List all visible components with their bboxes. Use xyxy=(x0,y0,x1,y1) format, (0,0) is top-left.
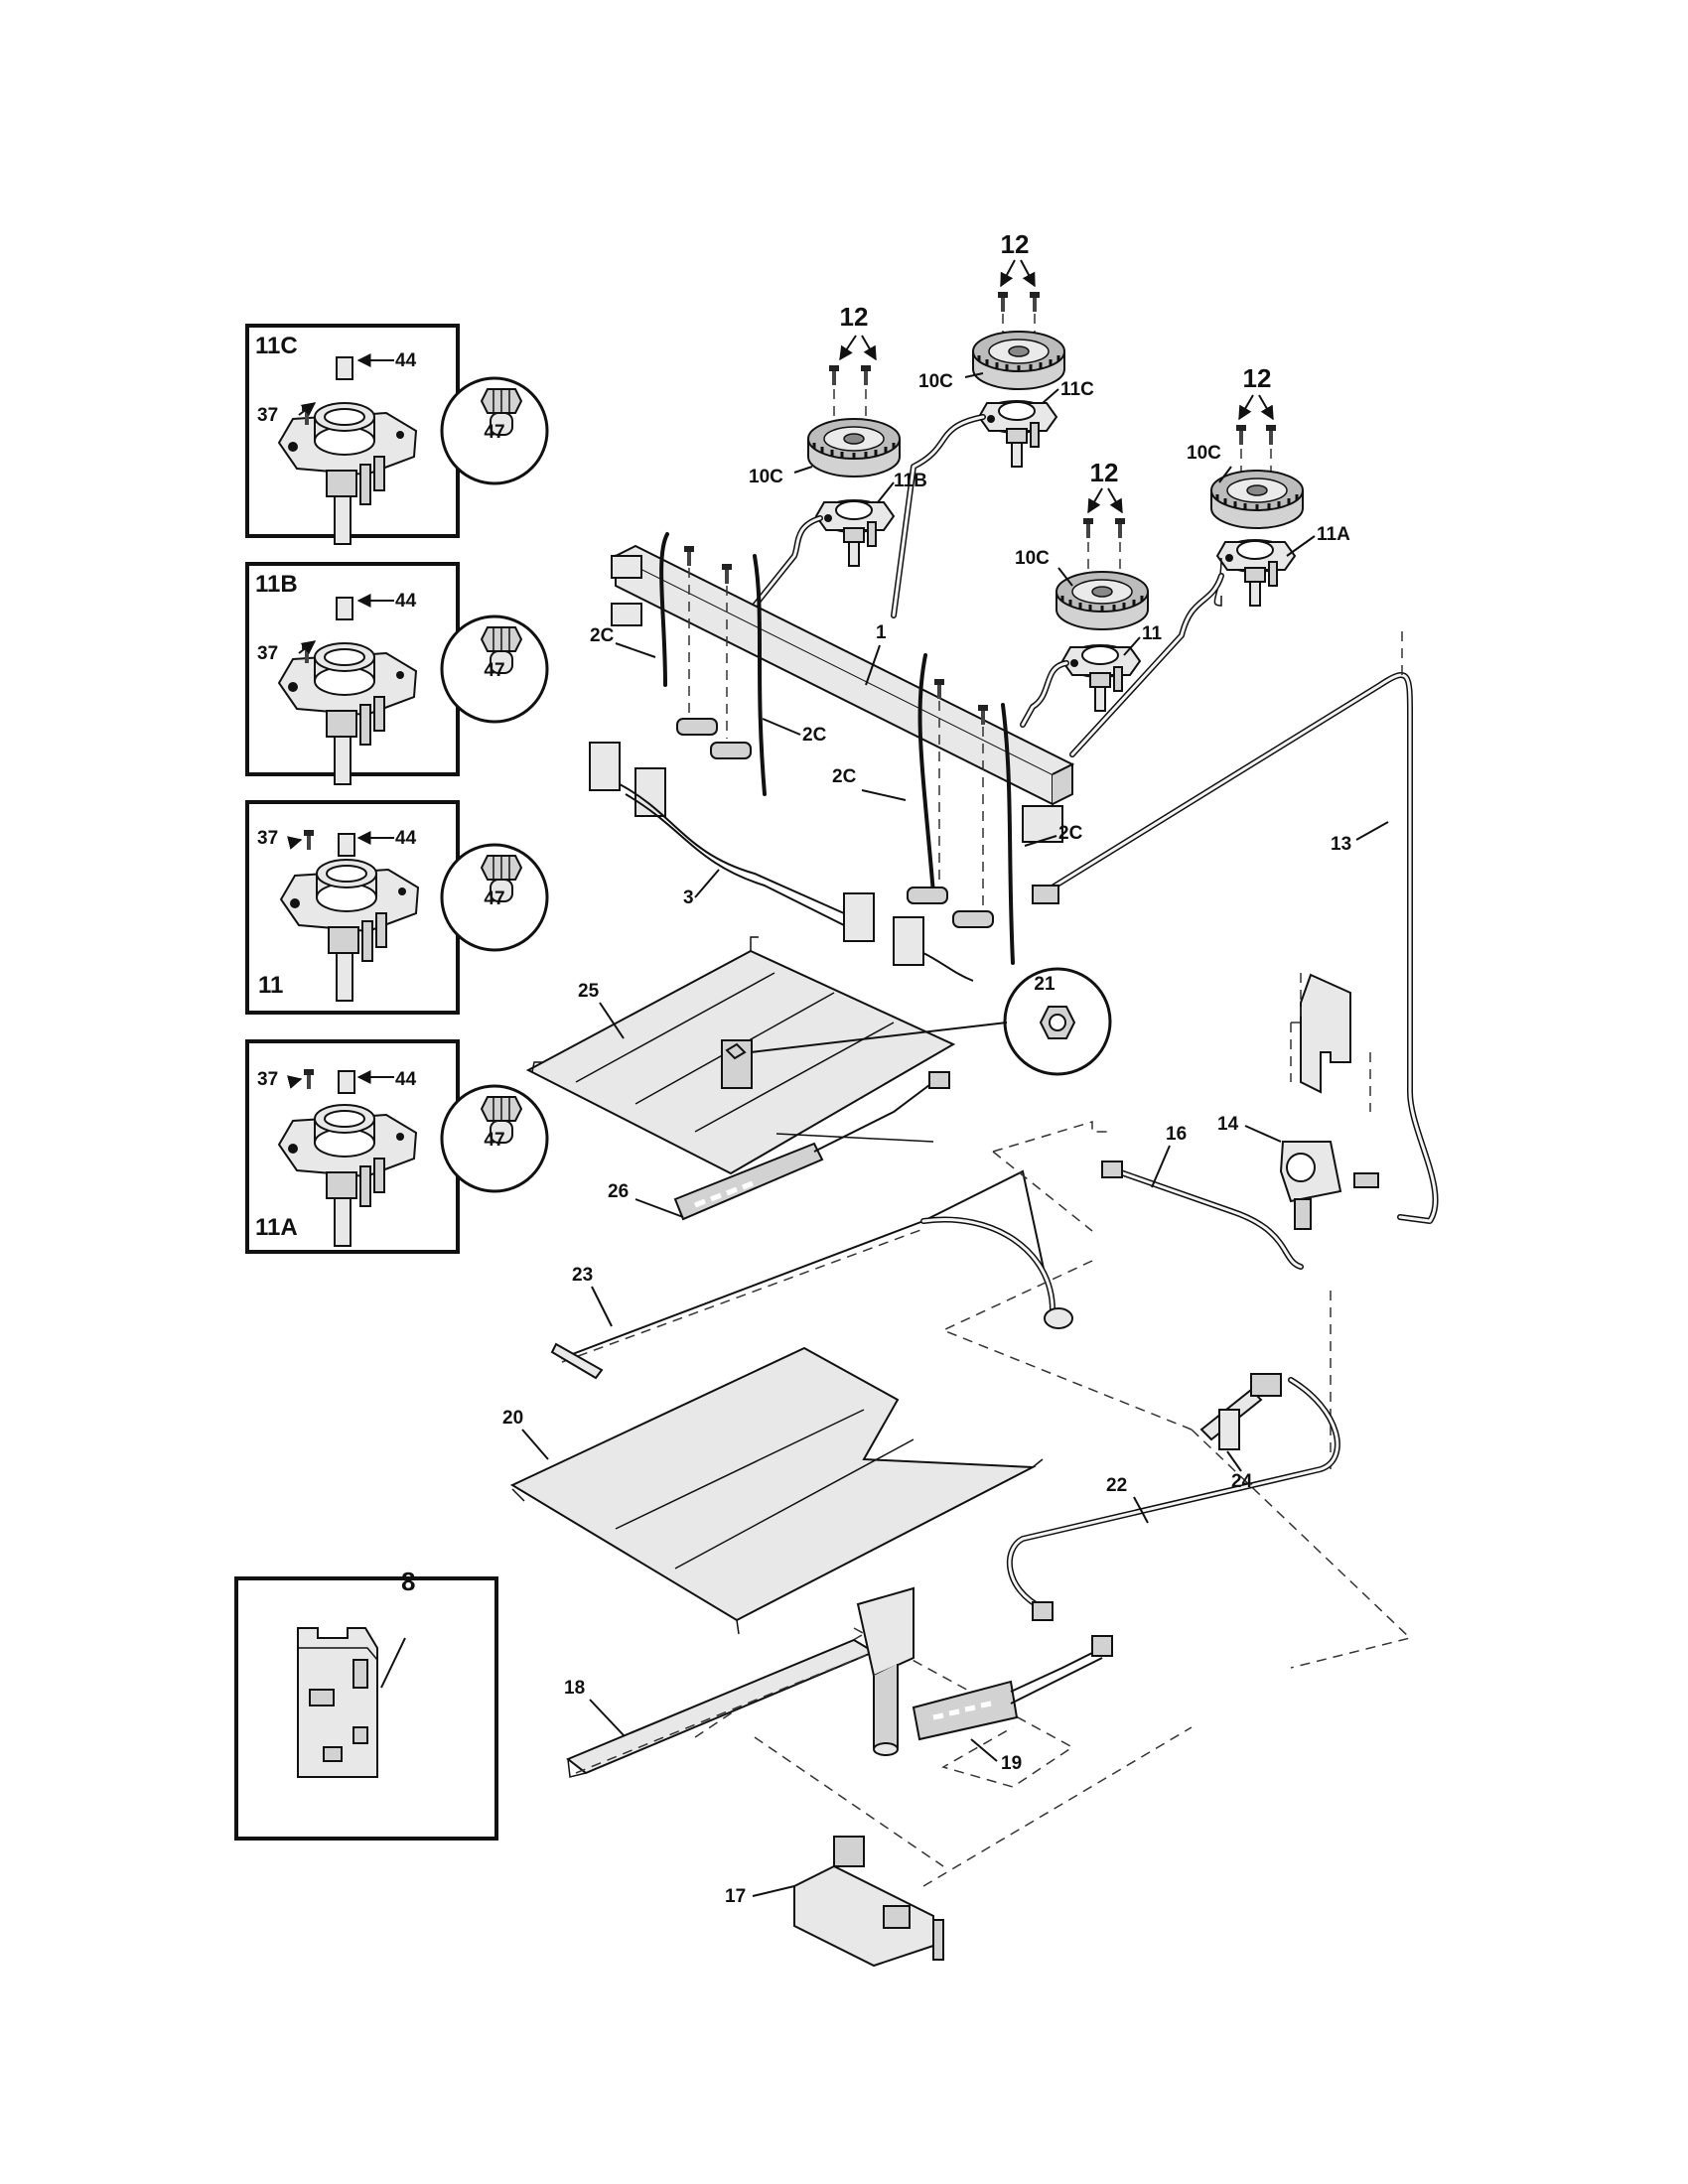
inset-11-screw-label: 37 xyxy=(257,828,278,849)
callout-1: 1 xyxy=(876,622,887,643)
callout-23: 23 xyxy=(572,1265,593,1286)
broil-burner-tube xyxy=(550,1169,1073,1380)
inset-spark-module xyxy=(234,1576,498,1841)
gas-tube-13 xyxy=(1032,631,1439,1224)
inset-11a-orifice xyxy=(440,1084,549,1193)
screws-left xyxy=(752,335,902,609)
manifold-bar xyxy=(611,544,1075,843)
callout-11b: 11B xyxy=(894,471,927,491)
broil-pan xyxy=(509,1346,1044,1635)
bake-igniter xyxy=(912,1635,1113,1741)
heat-shield xyxy=(525,936,956,1175)
callout-18: 18 xyxy=(564,1678,585,1699)
inset-11b xyxy=(245,562,460,785)
callout-2c-left: 2C xyxy=(590,625,615,646)
bracket xyxy=(1290,973,1371,1112)
pressure-regulator xyxy=(1279,1141,1379,1230)
inset-11b-cap-label: 44 xyxy=(395,591,417,612)
callout-12-top-center: 12 xyxy=(1001,229,1030,259)
callout-21: 21 xyxy=(1034,974,1055,995)
callout-26: 26 xyxy=(608,1181,629,1202)
callout-2c-center-left: 2C xyxy=(802,725,827,746)
inset-11c-orifice-label: 47 xyxy=(484,422,504,443)
callout-20: 20 xyxy=(502,1408,523,1429)
callout-12-left: 12 xyxy=(840,302,869,332)
inset-11 xyxy=(245,800,460,1015)
dashed-connectors xyxy=(694,1151,1412,1887)
inset-11a xyxy=(245,1039,460,1254)
callout-14: 14 xyxy=(1217,1114,1239,1135)
oven-igniter xyxy=(673,1071,950,1221)
inset-11a-title: 11A xyxy=(255,1214,298,1241)
safety-valve xyxy=(793,1836,944,1968)
inset-11a-orifice-label: 47 xyxy=(484,1130,504,1151)
callout-10c-top-center: 10C xyxy=(918,371,953,392)
callout-17: 17 xyxy=(725,1886,746,1907)
callout-19: 19 xyxy=(1001,1753,1022,1774)
callout-2c-right: 2C xyxy=(1058,823,1083,844)
callout-labels: 12 12 12 12 10C 10C 10C 10C 11C 11B 11A … xyxy=(255,229,1389,1907)
inset-11-orifice-label: 47 xyxy=(484,888,504,909)
callout-11a: 11A xyxy=(1317,524,1350,545)
callout-10c-mid-right: 10C xyxy=(1015,548,1050,569)
inset-11b-orifice-label: 47 xyxy=(484,660,504,681)
gas-tube-16 xyxy=(992,1120,1304,1270)
inset-11a-cap-label: 44 xyxy=(395,1069,417,1090)
callout-24: 24 xyxy=(1231,1471,1253,1492)
inset-11c-title: 11C xyxy=(255,333,298,359)
electrodes xyxy=(659,532,1015,965)
inset-11c-screw-label: 37 xyxy=(257,405,278,426)
callout-11c: 11C xyxy=(1060,379,1094,400)
callout-25: 25 xyxy=(578,981,600,1002)
inset-11c-cap-label: 44 xyxy=(395,350,417,371)
callout-11: 11 xyxy=(1142,623,1163,644)
inset-11-title: 11 xyxy=(258,972,283,999)
inset-11-cap-label: 44 xyxy=(395,828,417,849)
callout-13: 13 xyxy=(1331,834,1351,855)
callout-3: 3 xyxy=(683,887,694,908)
callout-12-mid-right: 12 xyxy=(1090,458,1119,487)
gas-tube-22 xyxy=(1007,1377,1340,1621)
callout-2c-center: 2C xyxy=(832,766,857,787)
screws-right xyxy=(1069,394,1305,757)
inset-11-orifice xyxy=(440,843,549,952)
bake-burner xyxy=(566,1586,914,1778)
inset-11c-orifice xyxy=(440,376,549,485)
callout-12-right: 12 xyxy=(1243,363,1272,393)
callout-8: 8 xyxy=(401,1567,415,1596)
screws-top-center xyxy=(891,259,1066,618)
callout-16: 16 xyxy=(1166,1124,1187,1145)
nut-circle xyxy=(725,967,1112,1076)
callout-22: 22 xyxy=(1106,1475,1127,1496)
screws-mid-right xyxy=(1020,487,1150,728)
callout-10c-right: 10C xyxy=(1187,443,1221,464)
inset-11c xyxy=(245,324,460,545)
burner-rail xyxy=(589,742,974,982)
orifice-fitting xyxy=(1199,1373,1282,1450)
inset-11b-orifice xyxy=(440,614,549,724)
inset-11a-screw-label: 37 xyxy=(257,1069,278,1090)
inset-11b-title: 11B xyxy=(255,571,298,598)
inset-11b-screw-label: 37 xyxy=(257,643,278,664)
callout-10c-left: 10C xyxy=(749,467,783,487)
